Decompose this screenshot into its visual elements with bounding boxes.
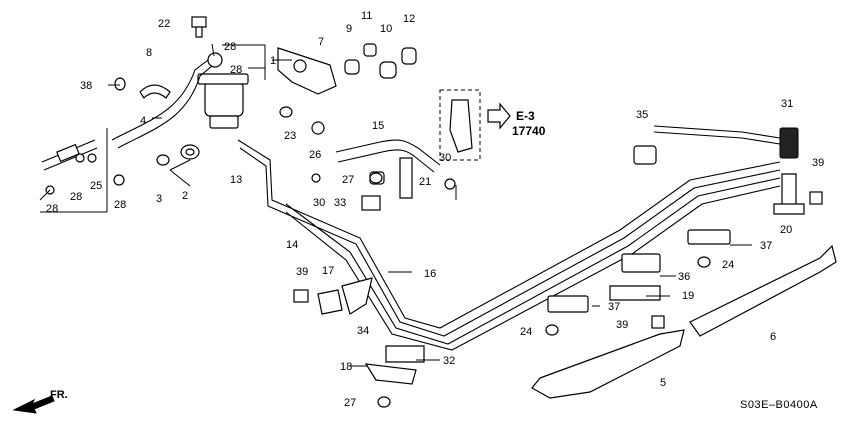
fuel-pipe-grommet[interactable] — [180, 144, 200, 160]
callout-25: 25 — [90, 180, 102, 192]
callout-37: 37 — [608, 301, 620, 313]
callout-11: 11 — [361, 10, 372, 22]
clamp-37-upper[interactable] — [687, 229, 731, 245]
callout-27: 27 — [344, 397, 356, 409]
callout-5: 5 — [660, 377, 666, 389]
callout-14: 14 — [286, 239, 298, 251]
callout-30: 30 — [313, 197, 325, 209]
callout-17: 17 — [322, 265, 334, 277]
callout-33: 33 — [334, 197, 346, 209]
bolts-24[interactable] — [545, 256, 711, 336]
nut-27-lower[interactable] — [377, 396, 391, 408]
callout-30: 30 — [439, 152, 451, 164]
callout-24: 24 — [722, 259, 734, 271]
filter-mount-nuts[interactable] — [279, 106, 325, 135]
clip-35[interactable] — [633, 145, 657, 165]
reference-number: 17740 — [512, 124, 546, 138]
bolt-39-right[interactable] — [809, 191, 823, 205]
callout-37: 37 — [760, 240, 772, 252]
callout-23: 23 — [284, 130, 296, 142]
callout-28: 28 — [224, 41, 236, 53]
callout-2: 2 — [182, 190, 188, 202]
diagram-code: S03E–B0400A — [740, 399, 818, 411]
callout-labels: 22 28 28 1 7 9 11 10 12 8 38 4 23 26 15 … — [46, 10, 824, 409]
reference-title: E-3 — [516, 109, 535, 123]
callout-21: 21 — [419, 176, 431, 188]
clamp-37-lower[interactable] — [547, 295, 589, 313]
callout-31: 31 — [781, 98, 793, 110]
bracket-clamp[interactable] — [139, 84, 171, 99]
clamp-17[interactable] — [317, 289, 343, 315]
under-cover-6[interactable] — [689, 244, 837, 337]
nut-27-upper[interactable] — [369, 172, 383, 184]
callout-18: 18 — [340, 361, 352, 373]
fuel-pipe-bundle[interactable] — [237, 139, 781, 351]
bracket-20[interactable] — [773, 173, 805, 215]
clamp-36[interactable] — [621, 253, 661, 273]
callout-10: 10 — [380, 23, 392, 35]
bolt-39-lower[interactable] — [651, 315, 665, 329]
grommet-set[interactable] — [344, 43, 417, 79]
reference-arrow — [487, 102, 511, 130]
filter-bracket[interactable] — [277, 47, 337, 95]
callout-20: 20 — [780, 224, 792, 236]
callout-36: 36 — [678, 271, 690, 283]
callout-39: 39 — [616, 319, 628, 331]
callout-13: 13 — [230, 174, 242, 186]
callout-3: 3 — [156, 193, 162, 205]
callout-22: 22 — [158, 18, 170, 30]
fuel-filter-assembly[interactable] — [197, 43, 249, 129]
callout-24: 24 — [520, 326, 532, 338]
callout-39: 39 — [812, 157, 824, 169]
callout-26: 26 — [309, 149, 321, 161]
callout-19: 19 — [682, 290, 694, 302]
callout-35: 35 — [636, 109, 648, 121]
reference-inset — [439, 89, 481, 200]
sealing-washers[interactable] — [113, 77, 170, 186]
callout-27: 27 — [342, 174, 354, 186]
fuel-filter-bolt[interactable] — [191, 16, 207, 38]
callout-32: 32 — [443, 355, 455, 367]
callout-8: 8 — [146, 47, 152, 59]
clamp-32[interactable] — [385, 345, 425, 363]
callout-4: 4 — [140, 115, 146, 127]
callout-28: 28 — [46, 203, 58, 215]
leader-lines — [39, 44, 752, 367]
callout-34: 34 — [357, 325, 369, 337]
callout-12: 12 — [403, 13, 415, 25]
clip-31[interactable] — [779, 127, 799, 159]
callout-38: 38 — [80, 80, 92, 92]
callout-28: 28 — [70, 191, 82, 203]
callout-6: 6 — [770, 331, 776, 343]
under-cover-5[interactable] — [531, 329, 685, 399]
bolt-39-left[interactable] — [293, 289, 309, 303]
vapor-return-line[interactable] — [653, 125, 781, 145]
callout-15: 15 — [372, 120, 384, 132]
fuel-feed-hose[interactable] — [111, 59, 213, 149]
bracket-18[interactable] — [364, 363, 417, 385]
hose-fitting-left[interactable] — [41, 139, 98, 195]
bracket-19[interactable] — [609, 285, 661, 301]
callout-1: 1 — [270, 55, 276, 67]
front-direction-arrow — [12, 395, 55, 414]
fuel-hose-15[interactable] — [335, 139, 441, 173]
clamp-34[interactable] — [341, 277, 373, 315]
callout-28: 28 — [114, 199, 126, 211]
callout-28: 28 — [230, 64, 242, 76]
callout-7: 7 — [318, 36, 324, 48]
front-direction-label: FR. — [50, 389, 68, 401]
callout-9: 9 — [346, 23, 352, 35]
callout-16: 16 — [424, 268, 436, 280]
callout-39: 39 — [296, 266, 308, 278]
